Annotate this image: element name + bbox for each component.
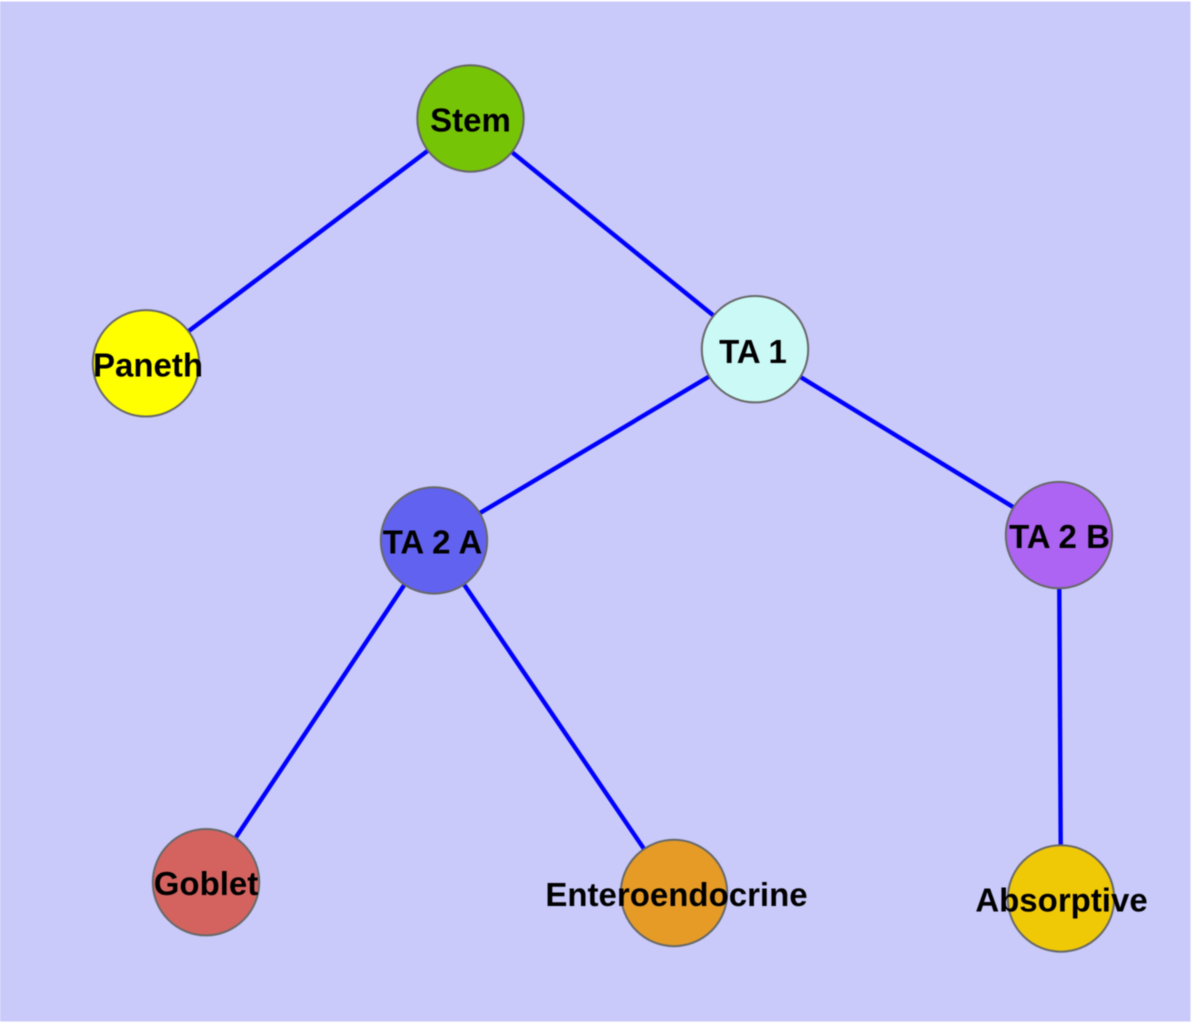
- svg-text:Paneth: Paneth: [93, 346, 203, 383]
- svg-text:Stem: Stem: [430, 102, 511, 139]
- svg-text:Absorptive: Absorptive: [975, 882, 1147, 919]
- svg-text:TA 2 A: TA 2 A: [383, 523, 483, 560]
- svg-text:TA 2 B: TA 2 B: [1009, 518, 1110, 555]
- svg-text:Goblet: Goblet: [154, 865, 259, 902]
- svg-text:Enteroendocrine: Enteroendocrine: [545, 876, 807, 913]
- svg-text:TA 1: TA 1: [719, 333, 787, 370]
